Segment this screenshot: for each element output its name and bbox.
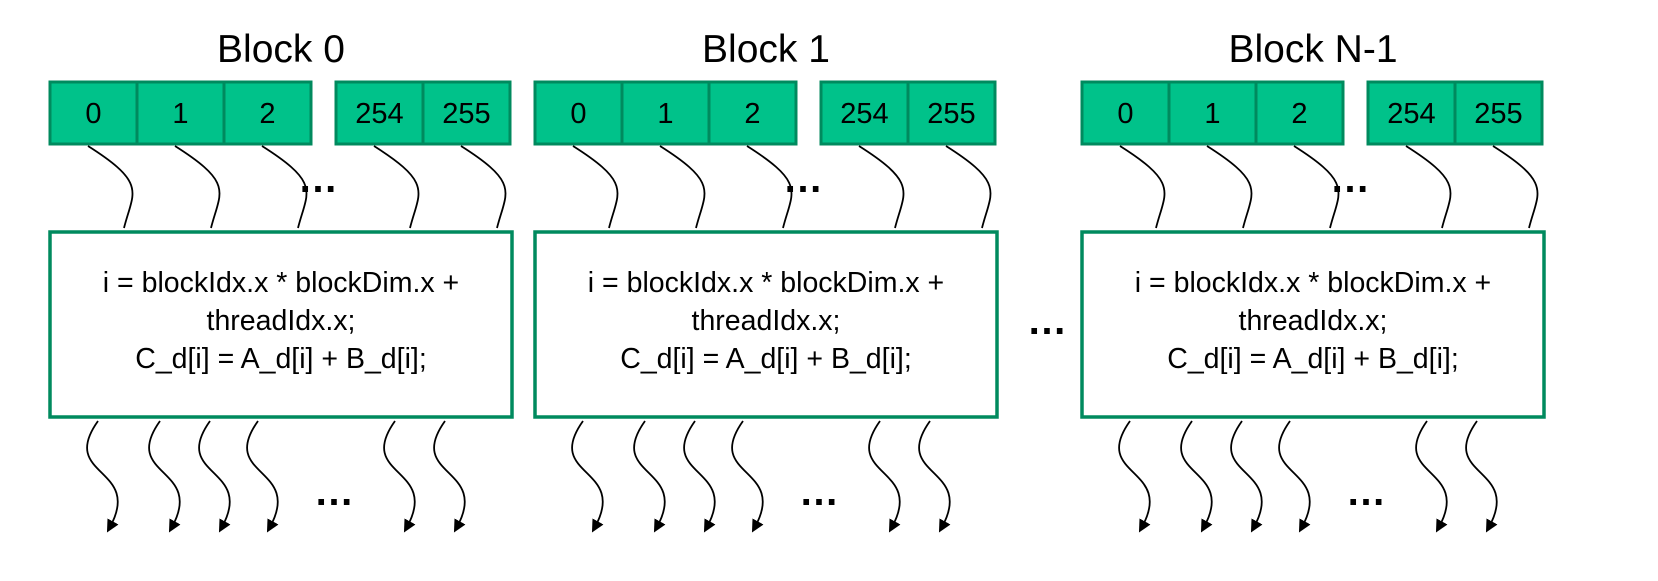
thread-cell: 1 [135, 80, 226, 146]
output-squiggle-arrow [633, 420, 666, 533]
thread-label: 254 [840, 98, 888, 130]
block-1: Block 1 0 1 2 254 255 … i = blockIdx.x * blockD… [533, 28, 999, 533]
output-squiggle-arrow [918, 420, 951, 533]
thread-squiggle [460, 145, 507, 229]
ellipsis: … [298, 157, 340, 201]
output-squiggle-arrow [731, 420, 764, 533]
thread-cell: 255 [906, 80, 997, 146]
thread-cell: 0 [533, 80, 624, 146]
thread-squiggle [174, 145, 221, 229]
thread-label: 0 [1117, 98, 1133, 130]
ellipsis: … [783, 157, 825, 201]
code-line: i = blockIdx.x * blockDim.x + [103, 267, 459, 299]
output-squiggle-arrow [1465, 420, 1498, 533]
thread-squiggle [261, 145, 308, 229]
code-line: threadIdx.x; [1239, 305, 1388, 337]
thread-cell: 1 [620, 80, 711, 146]
output-squiggle-arrow [1415, 420, 1448, 533]
output-squiggle-arrow [148, 420, 181, 533]
kernel-code-box [48, 230, 514, 419]
thread-cell: 255 [421, 80, 512, 146]
thread-label: 254 [1387, 98, 1435, 130]
output-squiggle-arrow [1118, 420, 1151, 533]
thread-label: 1 [657, 98, 673, 130]
ellipsis: … [1346, 470, 1388, 514]
thread-squiggle [1492, 145, 1539, 229]
thread-cell: 254 [334, 80, 425, 146]
thread-squiggle [746, 145, 793, 229]
code-line: i = blockIdx.x * blockDim.x + [1135, 267, 1491, 299]
thread-squiggle [572, 145, 619, 229]
ellipsis-between-blocks: … [1027, 299, 1069, 343]
thread-squiggle [1405, 145, 1452, 229]
thread-label: 255 [1474, 98, 1522, 130]
thread-label: 255 [442, 98, 490, 130]
thread-cell: 255 [1453, 80, 1544, 146]
thread-label: 254 [355, 98, 403, 130]
thread-label: 2 [744, 98, 760, 130]
thread-label: 2 [1291, 98, 1307, 130]
output-squiggle-arrow [1180, 420, 1213, 533]
output-squiggle-arrow [383, 420, 416, 533]
block-title: Block 0 [217, 28, 345, 71]
code-line: threadIdx.x; [207, 305, 356, 337]
thread-squiggle [1206, 145, 1253, 229]
ellipsis: … [1330, 157, 1372, 201]
thread-squiggle [1293, 145, 1340, 229]
output-squiggle-arrow [1278, 420, 1311, 533]
thread-label: 255 [927, 98, 975, 130]
thread-squiggle [373, 145, 420, 229]
code-line: C_d[i] = A_d[i] + B_d[i]; [1167, 343, 1459, 375]
thread-squiggle [858, 145, 905, 229]
output-squiggle-arrow [198, 420, 231, 533]
thread-cell: 1 [1167, 80, 1258, 146]
code-line: threadIdx.x; [692, 305, 841, 337]
thread-cell: 2 [707, 80, 798, 146]
thread-cell: 0 [1080, 80, 1171, 146]
kernel-code-box [1080, 230, 1546, 419]
thread-squiggle [1119, 145, 1166, 229]
thread-squiggle [659, 145, 706, 229]
output-squiggle-arrow [868, 420, 901, 533]
block-2: Block N-1 0 1 2 254 255 … i = blockIdx.x * bloc… [1080, 28, 1546, 533]
thread-label: 1 [1204, 98, 1220, 130]
output-squiggle-arrow [433, 420, 466, 533]
output-squiggle-arrow [86, 420, 119, 533]
code-line: C_d[i] = A_d[i] + B_d[i]; [135, 343, 427, 375]
code-line: C_d[i] = A_d[i] + B_d[i]; [620, 343, 912, 375]
block-0: Block 0 0 1 2 254 255 … i = blockIdx.x * blockD… [48, 28, 514, 533]
code-line: i = blockIdx.x * blockDim.x + [588, 267, 944, 299]
thread-label: 0 [570, 98, 586, 130]
thread-cell: 0 [48, 80, 139, 146]
block-title: Block 1 [702, 28, 830, 71]
thread-cell: 254 [1366, 80, 1457, 146]
thread-squiggle [945, 145, 992, 229]
output-squiggle-arrow [246, 420, 279, 533]
thread-cell: 2 [222, 80, 313, 146]
ellipsis: … [314, 470, 356, 514]
kernel-code-box [533, 230, 999, 419]
thread-cell: 2 [1254, 80, 1345, 146]
thread-label: 1 [172, 98, 188, 130]
output-squiggle-arrow [683, 420, 716, 533]
thread-label: 0 [85, 98, 101, 130]
thread-squiggle [87, 145, 134, 229]
thread-cell: 254 [819, 80, 910, 146]
output-squiggle-arrow [1230, 420, 1263, 533]
thread-label: 2 [259, 98, 275, 130]
output-squiggle-arrow [571, 420, 604, 533]
block-title: Block N-1 [1228, 28, 1397, 71]
ellipsis: … [799, 470, 841, 514]
